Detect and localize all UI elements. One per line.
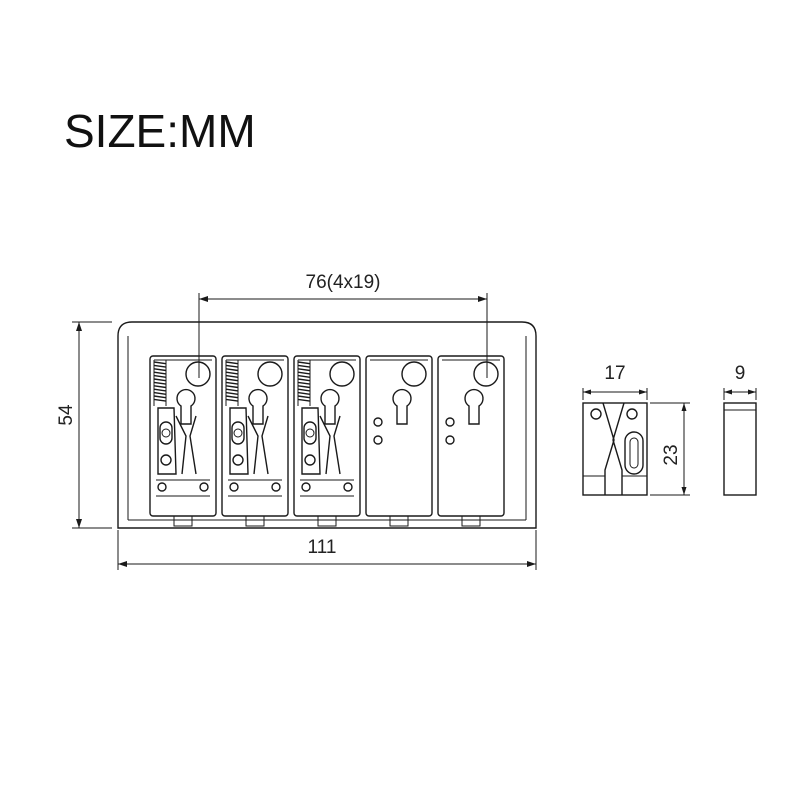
adjuster-slot [303,421,317,445]
mounting-screw [301,482,311,492]
dimension-total-width: 111 [117,530,537,570]
dimension-string-spacing: 76(4x19) [198,272,488,378]
keyhole-slot [464,388,484,425]
size-unit-title: SIZE:MM [64,105,256,157]
saddle-foot [245,515,265,527]
adjuster-slot [159,421,173,445]
dimension-total-height: 54 [56,321,112,529]
string-hole [401,361,427,387]
height-adjuster [229,407,249,475]
keyhole-slot [176,388,196,425]
string-hole [257,361,283,387]
saddle-spring [225,361,239,402]
mounting-screw [157,482,167,492]
height-adjuster [157,407,177,475]
saddle-foot [461,515,481,527]
saddle-hole [445,417,455,427]
saddle-width-label: 17 [604,363,625,384]
string-spacing-label: 76(4x19) [306,272,381,293]
keyhole-slot [248,388,268,425]
mounting-screw [271,482,281,492]
saddle-spring [297,361,311,402]
saddle-hole [373,417,383,427]
height-adjuster [301,407,321,475]
saddle-4 [365,355,433,527]
adjuster-screw [304,454,316,466]
saddle-2 [221,355,289,527]
total-height-label: 54 [56,404,77,426]
saddle-5 [437,355,505,527]
string-hole [329,361,355,387]
mounting-screw [343,482,353,492]
saddle-3 [293,355,361,527]
mounting-screw [199,482,209,492]
string-hole [473,361,499,387]
bridge-front-view [117,321,537,529]
saddle-height-label: 23 [661,444,682,465]
saddle-side-view: 17 23 [582,363,690,496]
saddle-foot [317,515,337,527]
saddle-end-view: 9 [723,363,757,496]
keyhole-slot [320,388,340,425]
saddle-hole [445,435,455,445]
total-width-label: 111 [308,537,337,558]
keyhole-slot [392,388,412,425]
saddle-1 [149,355,217,527]
saddle-depth-label: 9 [735,363,746,384]
saddle-hole [373,435,383,445]
adjuster-slot [231,421,245,445]
saddle-foot [389,515,409,527]
saddle-foot [173,515,193,527]
bridge-base-outline [117,321,537,529]
mounting-screw [229,482,239,492]
saddle-spring [153,361,167,402]
adjuster-screw [232,454,244,466]
adjuster-screw [160,454,172,466]
string-hole [185,361,211,387]
